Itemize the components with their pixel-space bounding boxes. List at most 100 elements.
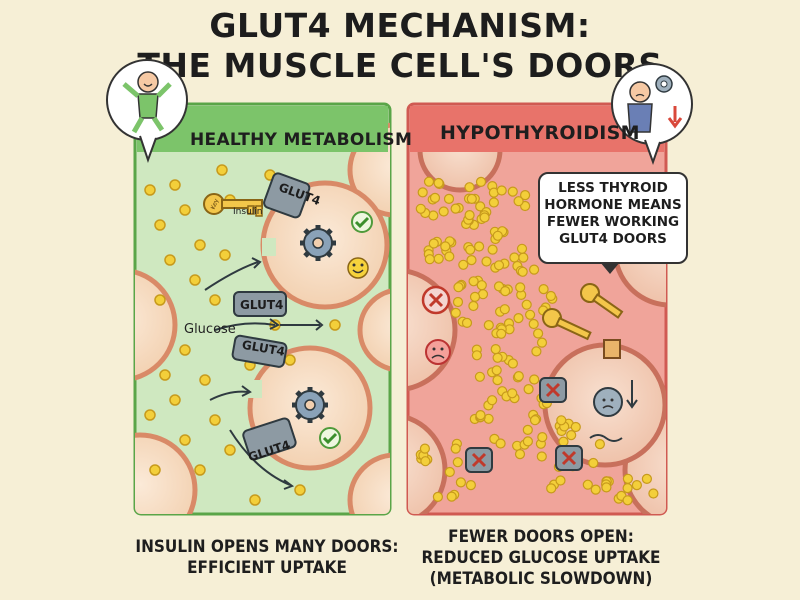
background-cell xyxy=(408,412,448,514)
glucose-molecule xyxy=(570,421,581,433)
glucose-molecule xyxy=(481,256,492,267)
glucose-molecule xyxy=(464,182,475,193)
glucose-molecule xyxy=(493,260,505,271)
callout-line: LESS THYROID xyxy=(558,180,668,196)
glucose-molecule xyxy=(440,241,451,252)
glucose-molecule xyxy=(622,483,633,494)
glucose-molecule xyxy=(492,352,503,363)
glucose-molecule xyxy=(500,286,511,297)
glucose-molecule xyxy=(601,482,612,493)
glucose-molecule xyxy=(622,495,633,506)
glucose-molecule xyxy=(429,192,441,203)
glucose-molecule xyxy=(444,466,455,478)
glucose-molecule xyxy=(537,432,548,443)
glucose-molecule xyxy=(517,266,528,277)
glucose-molecule xyxy=(513,313,524,324)
glucose-molecule xyxy=(566,430,577,441)
glucose-molecule xyxy=(479,212,490,223)
gear-icon xyxy=(300,225,336,261)
glucose-molecule xyxy=(522,424,533,435)
left-panel xyxy=(133,102,392,516)
glucose-molecule xyxy=(417,187,428,198)
glucose-molecule xyxy=(499,304,510,315)
glucose-molecule xyxy=(532,328,544,339)
glucose-molecule xyxy=(446,491,457,502)
glucose-molecule xyxy=(474,241,485,252)
glucose-molecule xyxy=(428,238,439,249)
glucose-molecule xyxy=(476,280,487,291)
glucose-molecule xyxy=(475,410,486,421)
gear-icon xyxy=(655,75,673,93)
glucose-molecule xyxy=(483,320,494,331)
tired-person-icon xyxy=(627,81,653,133)
glucose-molecule xyxy=(475,201,486,212)
glucose-molecule xyxy=(465,480,476,491)
gear-icon xyxy=(593,387,623,417)
right-caption-line-2: REDUCED GLUCOSE UPTAKE xyxy=(421,548,661,568)
cross-icon xyxy=(421,285,451,315)
glucose-molecule xyxy=(492,230,503,241)
glucose-molecule xyxy=(495,438,506,449)
key-icon xyxy=(542,308,592,341)
background-cell xyxy=(357,287,390,373)
glucose-molecule xyxy=(521,299,532,310)
check-icon xyxy=(319,427,341,449)
glucose-molecule xyxy=(474,371,485,382)
broken-pathway xyxy=(589,434,623,442)
open-door xyxy=(262,238,276,256)
glucose-molecule xyxy=(468,276,479,287)
glucose-molecule xyxy=(496,328,507,339)
cross-icon xyxy=(555,445,583,471)
title-line-1: GLUT4 MECHANISM: xyxy=(209,6,591,45)
glucose-molecule xyxy=(444,251,455,262)
glucose-molecule xyxy=(641,473,653,484)
glucose-molecule xyxy=(556,415,567,426)
cross-icon xyxy=(539,377,567,403)
check-icon xyxy=(351,211,373,233)
glut4-label: GLUT4 xyxy=(240,298,283,312)
key-icon xyxy=(580,283,624,319)
glucose-molecule xyxy=(546,483,557,494)
glucose-molecule xyxy=(648,488,659,499)
glucose-molecule xyxy=(464,210,475,221)
insulin-label: Insulin xyxy=(233,207,262,217)
glucose-molecule xyxy=(433,253,444,264)
glucose-molecule xyxy=(492,375,503,386)
key-icon xyxy=(203,193,263,217)
glucose-molecule xyxy=(529,415,541,426)
glucose-molecule xyxy=(466,255,477,266)
right-caption-line-3: (METABOLIC SLOWDOWN) xyxy=(429,569,653,589)
right-caption-line-1: FEWER DOORS OPEN: xyxy=(448,527,634,547)
glucose-molecule xyxy=(424,254,435,265)
sad-face-icon xyxy=(425,339,451,365)
glucose-molecule xyxy=(519,190,531,201)
glucose-molecule xyxy=(523,384,534,395)
cross-icon xyxy=(465,447,493,473)
background-cell xyxy=(347,452,390,514)
glucose-molecule xyxy=(513,196,524,207)
background-cell xyxy=(135,432,198,514)
glucose-molecule xyxy=(452,296,464,308)
title-line-2: THE MUSCLE CELL'S DOORS xyxy=(137,46,663,85)
glucose-molecule xyxy=(514,449,526,460)
glucose-molecule xyxy=(423,176,435,187)
glucose-molecule xyxy=(518,252,529,263)
left-panel-header: HEALTHY METABOLISM xyxy=(190,130,413,150)
glucose-molecule xyxy=(528,318,539,330)
closed-door xyxy=(603,339,621,359)
glucose-molecule xyxy=(513,371,524,382)
glucose-molecule xyxy=(516,243,528,254)
glucose-molecule xyxy=(468,300,479,312)
uptake-arrows xyxy=(204,257,324,490)
glucose-molecule xyxy=(507,358,519,369)
glucose-molecule xyxy=(465,244,476,255)
glucose-molecule xyxy=(631,480,643,491)
glucose-molecule xyxy=(524,309,536,320)
happy-person-icon xyxy=(122,71,172,134)
background-cell xyxy=(135,267,178,383)
glucose-molecule xyxy=(487,244,498,255)
glucose-molecule xyxy=(453,282,464,293)
glucose-molecule xyxy=(420,456,431,467)
right-panel-header: HYPOTHYROIDISM xyxy=(440,122,640,144)
